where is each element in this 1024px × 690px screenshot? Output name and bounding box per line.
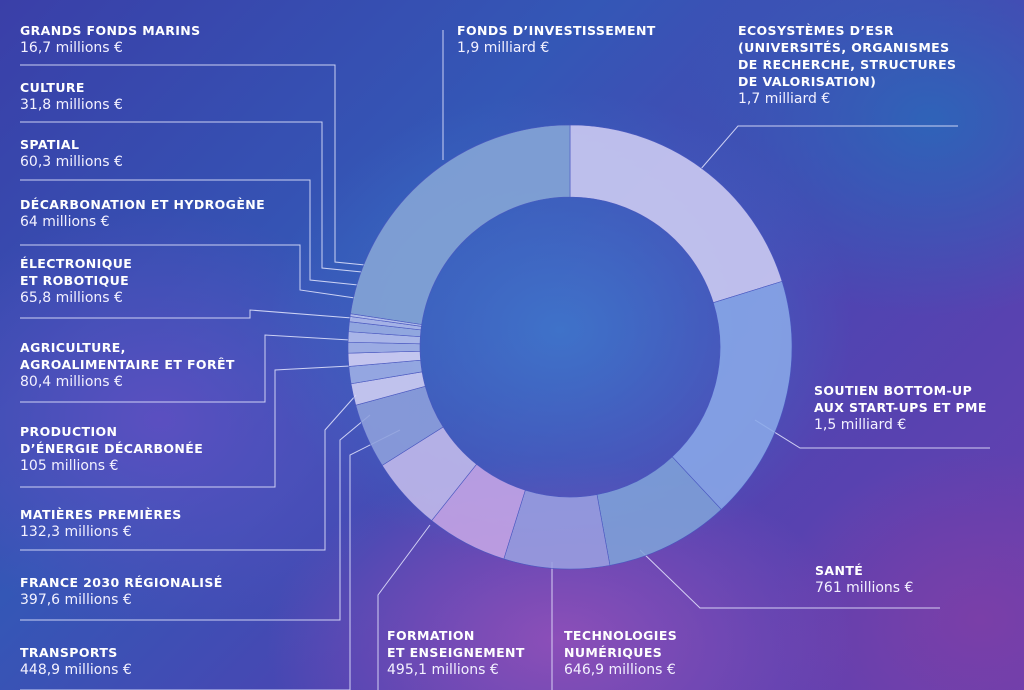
leader-line	[639, 549, 940, 609]
slice-label: Culture 31,8 millions €	[20, 79, 123, 114]
slice-label-value: 16,7 millions €	[20, 40, 123, 56]
slice-label-category: Formation et enseignement	[387, 628, 525, 660]
slice-label: Matières premières 132,3 millions €	[20, 506, 182, 541]
slice-label-category: Technologies numériques	[564, 628, 678, 660]
donut-slice	[569, 124, 783, 304]
slice-label: Agriculture, agroalimentaire et forêt 80,…	[20, 339, 235, 391]
slice-label-category: Décarbonation et hydrogène	[20, 197, 266, 212]
slice-label-category: Santé	[815, 563, 864, 578]
donut-slice	[671, 281, 793, 510]
slice-label-category: Culture	[20, 80, 85, 95]
slice-label-category: Agriculture, agroalimentaire et forêt	[20, 340, 235, 372]
slice-label: Formation et enseignement 495,1 millions …	[387, 627, 525, 679]
slice-label: Grands fonds marins 16,7 millions €	[20, 22, 201, 57]
slice-label: Production d’énergie décarbonée 105 milli…	[20, 423, 203, 475]
leader-line	[377, 524, 431, 690]
slice-label-value: 495,1 millions €	[387, 662, 499, 678]
slice-label: Soutien bottom-up aux start-ups et PME 1,…	[814, 382, 987, 434]
slice-label-value: 448,9 millions €	[20, 662, 132, 678]
slice-label-value: 132,3 millions €	[20, 524, 132, 540]
slice-label-value: 1,7 milliard €	[738, 91, 831, 107]
leader-line	[20, 64, 366, 266]
slice-label-category: Production d’énergie décarbonée	[20, 424, 204, 456]
slice-label: Électronique et robotique 65,8 millions €	[20, 255, 132, 307]
leader-line	[20, 179, 359, 286]
slice-label-value: 1,9 milliard €	[457, 40, 550, 56]
donut-slice	[347, 341, 421, 354]
slice-label: France 2030 régionalisé 397,6 millions €	[20, 574, 223, 609]
slice-label-category: Ecosystèmes d’ESR (universités, organism…	[738, 23, 957, 89]
leader-line	[20, 365, 351, 488]
slice-label-category: Fonds d’investissement	[457, 23, 656, 38]
slice-label: Technologies numériques 646,9 millions €	[564, 627, 677, 679]
leader-line	[20, 244, 356, 299]
slice-label: Transports 448,9 millions €	[20, 644, 132, 679]
slice-label-value: 60,3 millions €	[20, 154, 123, 170]
slice-label-category: Spatial	[20, 137, 80, 152]
slice-label-category: Grands fonds marins	[20, 23, 201, 38]
donut-slice	[350, 124, 571, 325]
slice-label-category: France 2030 régionalisé	[20, 575, 223, 590]
slice-label-value: 397,6 millions €	[20, 592, 132, 608]
slice-label-value: 646,9 millions €	[564, 662, 676, 678]
slice-label: Ecosystèmes d’ESR (universités, organism…	[738, 22, 956, 108]
slice-label-value: 80,4 millions €	[20, 374, 123, 390]
slice-label: Décarbonation et hydrogène 64 millions €	[20, 196, 265, 231]
leader-line	[20, 394, 357, 551]
slice-label-category: Matières premières	[20, 507, 182, 522]
slice-label-category: Transports	[20, 645, 118, 660]
leader-line	[20, 414, 371, 621]
slice-label-category: Électronique et robotique	[20, 256, 133, 288]
slice-label-value: 1,5 milliard €	[814, 417, 907, 433]
slice-label-value: 761 millions €	[815, 580, 914, 596]
slice-label-value: 65,8 millions €	[20, 290, 123, 306]
slice-label-category: Soutien bottom-up aux start-ups et PME	[814, 383, 987, 415]
slice-label-value: 105 millions €	[20, 458, 119, 474]
slice-label: Santé 761 millions €	[815, 562, 913, 597]
leader-line	[20, 334, 351, 403]
leader-line	[699, 125, 958, 171]
slice-label-value: 31,8 millions €	[20, 97, 123, 113]
leader-line	[20, 309, 353, 319]
leader-line	[20, 121, 363, 273]
slice-label: Spatial 60,3 millions €	[20, 136, 123, 171]
slice-label-value: 64 millions €	[20, 214, 110, 230]
slice-label: Fonds d’investissement 1,9 milliard €	[457, 22, 656, 57]
